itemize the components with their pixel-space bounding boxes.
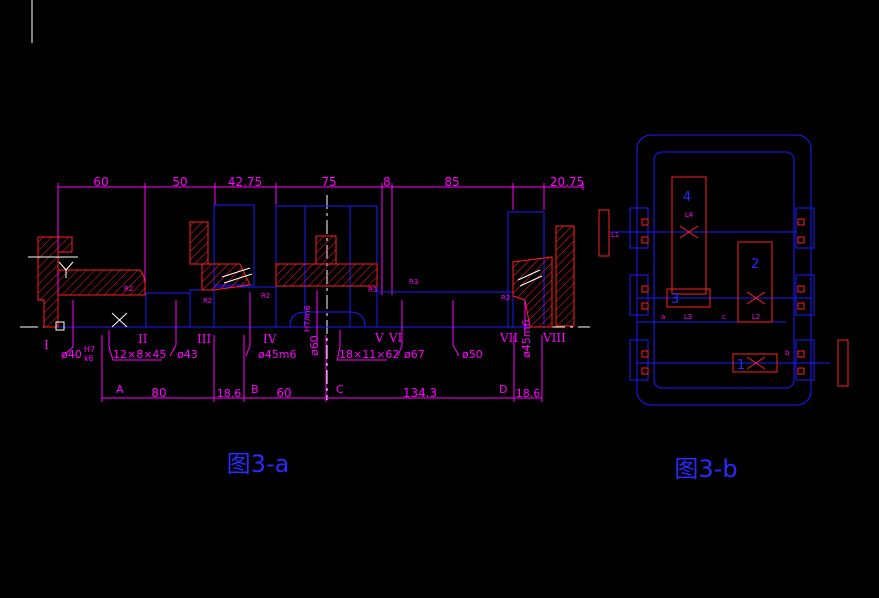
length-label-l4: L4 <box>685 211 694 219</box>
small-label-b: b <box>785 349 790 357</box>
hatched-sections <box>37 221 575 328</box>
section-label-2: II <box>138 332 148 346</box>
bottom-letter-c: C <box>336 383 344 396</box>
small-label-c: c <box>722 313 726 321</box>
section-label-4: IV <box>263 332 277 346</box>
label-d45m6-right: ø45m6 <box>520 320 533 358</box>
diameter-leaders <box>62 290 526 361</box>
gear-number-3: 3 <box>671 292 679 307</box>
label-d67: ø67 <box>404 348 425 361</box>
section-label-3: III <box>197 332 211 346</box>
section-label-7: VII <box>499 331 518 345</box>
bottom-dimension-chain <box>101 335 543 402</box>
caption-fig-b: 图3-b <box>674 455 737 483</box>
top-dim-1: 60 <box>93 175 108 189</box>
bottom-dim-3: 60 <box>276 386 291 400</box>
gear-number-2: 2 <box>751 257 759 272</box>
length-label-l1: L1 <box>611 231 619 239</box>
label-r2-a: R2 <box>124 285 133 293</box>
caption-fig-a: 图3-a <box>227 450 290 478</box>
bottom-dim-5: 18.6 <box>516 387 541 400</box>
gearbox-gears <box>598 176 849 387</box>
bearing-marks <box>28 256 543 331</box>
bottom-dim-2: 18.6 <box>217 387 242 400</box>
label-r2-d: R2 <box>501 294 510 302</box>
label-r2-b: R2 <box>203 297 212 305</box>
label-d40-fit-top: H7 <box>84 345 95 354</box>
length-label-l2: L2 <box>752 313 760 321</box>
small-label-a: a <box>661 313 665 321</box>
top-dim-2: 50 <box>172 175 187 189</box>
label-d60-fit: H7/m6 <box>303 305 312 332</box>
bottom-dim-1: 80 <box>151 386 166 400</box>
top-dim-6: 85 <box>444 175 459 189</box>
bottom-dim-4: 134.3 <box>403 386 437 400</box>
label-d45m6-left: ø45m6 <box>258 348 296 361</box>
top-dim-3: 42.75 <box>228 175 262 189</box>
gearbox-housing <box>610 134 830 406</box>
label-d60: ø60 <box>308 335 321 356</box>
label-spline2: 18×11×62 <box>339 348 399 361</box>
gear-number-1: 1 <box>737 358 745 373</box>
label-d40: ø40 <box>61 348 82 361</box>
label-r3-a: R3 <box>368 286 377 294</box>
figure-b-gearbox: 4 2 3 1 L4 L3 L2 L1 a c b 图3-b <box>598 134 849 483</box>
label-d43: ø43 <box>177 348 198 361</box>
label-r3-b: R3 <box>409 278 418 286</box>
bottom-letter-b: B <box>251 383 259 396</box>
label-spline: 12×8×45 <box>113 348 166 361</box>
length-label-l3: L3 <box>684 313 692 321</box>
figure-a-shaft: 60 50 42.75 75 8 85 20.75 80 18.6 60 134… <box>20 175 590 478</box>
gearbox-bearings <box>641 218 805 375</box>
top-dim-7: 20.75 <box>550 175 584 189</box>
section-label-1: I <box>44 338 49 352</box>
bottom-letter-d: D <box>499 383 507 396</box>
top-dim-5: 8 <box>383 175 391 189</box>
label-r2-c: R2 <box>261 292 270 300</box>
label-d40-fit-bottom: k6 <box>84 354 94 363</box>
bottom-letter-a: A <box>116 383 124 396</box>
section-label-5: V <box>374 331 384 345</box>
label-d50: ø50 <box>462 348 483 361</box>
section-label-6: VI <box>388 331 403 345</box>
top-dim-4: 75 <box>321 175 336 189</box>
section-label-8: VIII <box>542 331 566 345</box>
gear-number-4: 4 <box>683 190 691 205</box>
